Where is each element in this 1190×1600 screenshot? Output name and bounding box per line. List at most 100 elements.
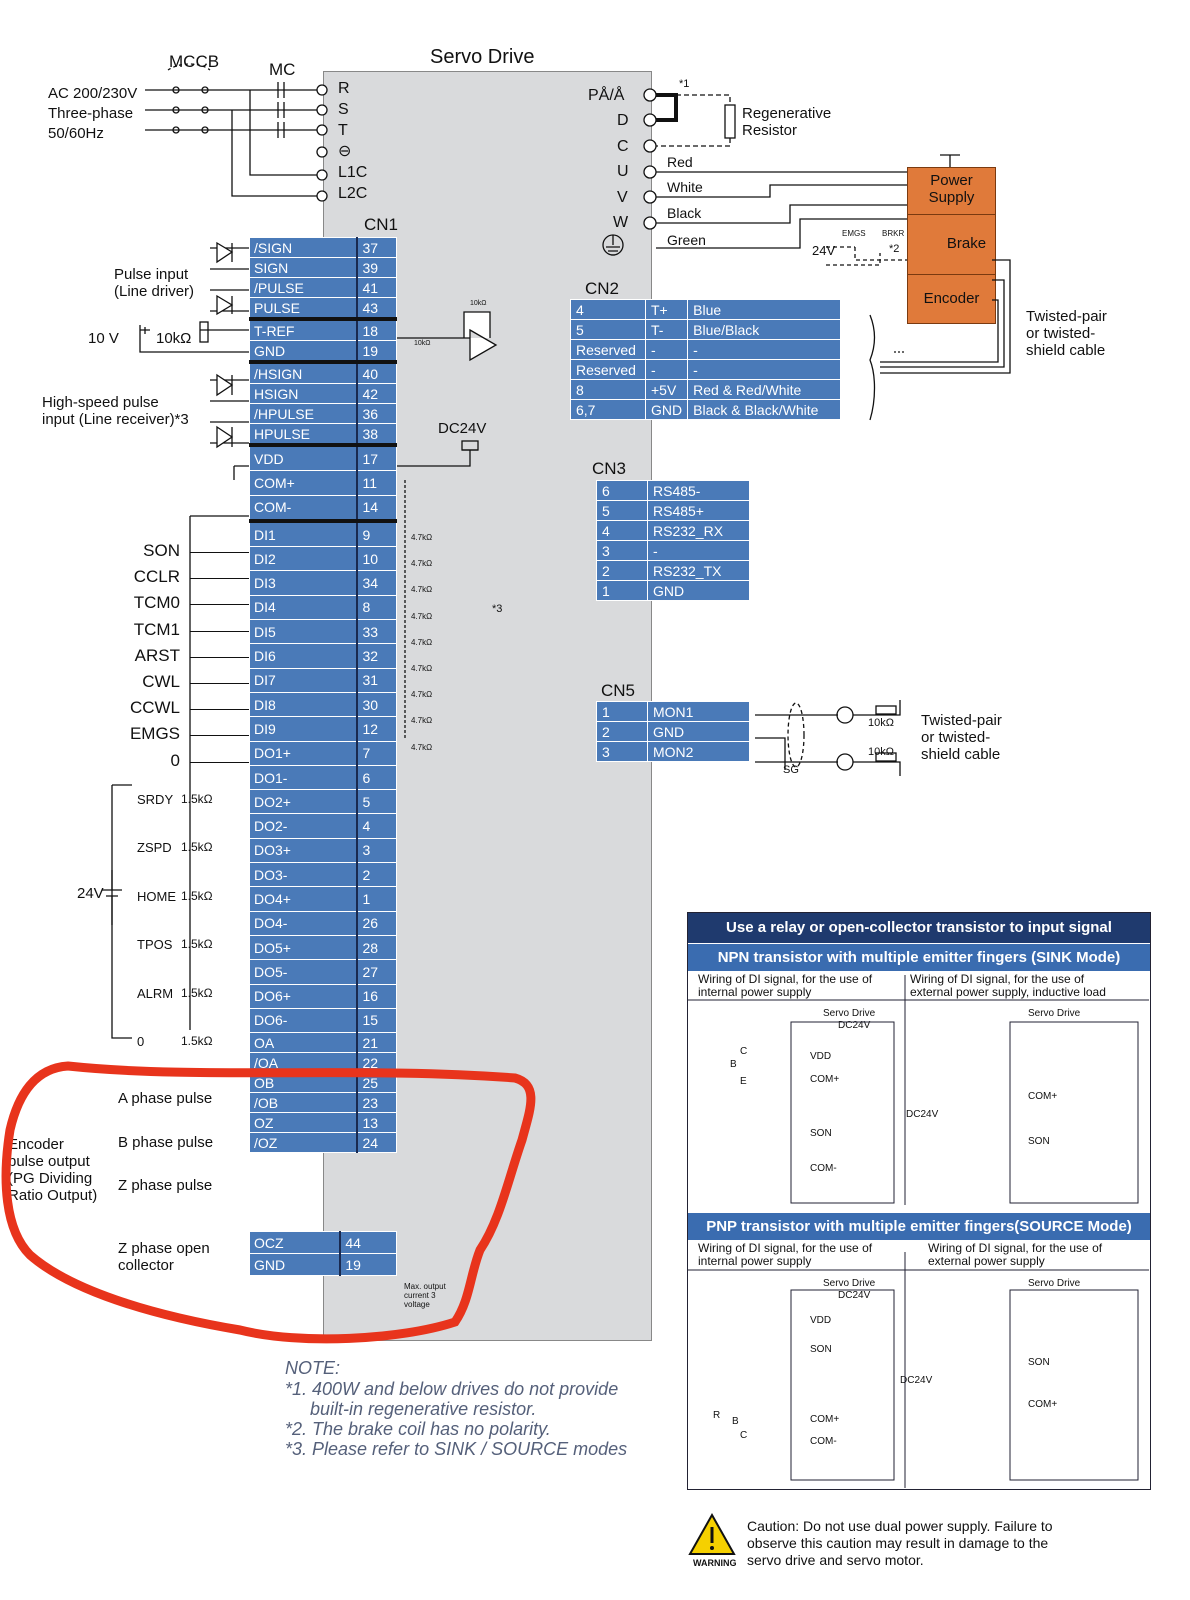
- enc-out-3: (PG Dividing: [8, 1170, 93, 1187]
- di-signal-name: ARST: [134, 645, 180, 665]
- twisted2-line-2: or twisted-: [921, 729, 991, 746]
- cn1-pin-number: 7: [356, 740, 398, 766]
- tref-pot: 10kΩ: [156, 330, 192, 347]
- panel-grid: [687, 975, 1149, 1488]
- di-resistor-label: 4.7kΩ: [411, 559, 433, 569]
- enc-out-2: pulse output: [8, 1153, 90, 1170]
- cn3-cell: 1: [596, 580, 648, 601]
- wire-green: Green: [667, 232, 706, 248]
- npn-int-cap-1: Wiring of DI signal, for the use of: [698, 972, 873, 986]
- cn1-pin-number: 10: [356, 546, 398, 572]
- cn1-wiring: [102, 241, 498, 1039]
- di-signal-name: CCWL: [129, 698, 180, 718]
- cn1-row: DO4+1: [249, 886, 398, 912]
- cn1-pin-number: 5: [356, 789, 398, 815]
- cn1-pin-number: 24: [356, 1132, 398, 1154]
- do-signal-name: TPOS: [137, 937, 173, 953]
- cn1-signal: /HSIGN: [249, 360, 358, 384]
- cn2-label: CN2: [585, 279, 620, 298]
- cn2-cell: Reserved: [570, 359, 646, 380]
- cn1-signal: DO2+: [249, 789, 358, 815]
- cn1-signal: GND: [249, 340, 358, 363]
- cn3-cell: 2: [596, 560, 648, 581]
- cn1-pin-number: 28: [356, 934, 398, 961]
- wire-white: White: [667, 179, 703, 195]
- cn1-signal: DI7: [249, 667, 358, 693]
- amp-res-1: 10kΩ: [470, 300, 487, 307]
- highspeed-2: input (Line receiver)*3: [42, 411, 189, 428]
- diagram-title: Servo Drive: [430, 46, 535, 68]
- cn1-label: CN1: [364, 215, 399, 234]
- note-3: *3. Please refer to SINK / SOURCE modes: [285, 1439, 628, 1459]
- cn1-signal: DI6: [249, 643, 358, 669]
- cn1-row: COM-14: [249, 494, 398, 522]
- cn1-pin-number: 43: [356, 297, 398, 320]
- cn5-cell: GND: [647, 721, 750, 742]
- cn1-signal: DI9: [249, 716, 358, 742]
- supply-line-3: 50/60Hz: [48, 125, 104, 142]
- cn3-cell: -: [647, 540, 750, 561]
- npn-ext-cap-2: external power supply, inductive load: [910, 985, 1106, 999]
- mc-label: MC: [269, 60, 296, 79]
- cn2-cell: -: [644, 339, 689, 360]
- tref-source: 10 V: [88, 330, 119, 347]
- di-switch-wire: [190, 709, 249, 711]
- cn1-signal: /OA: [249, 1052, 358, 1074]
- cn1-signal: DO5+: [249, 934, 358, 961]
- phase-a-label: A phase pulse: [118, 1090, 213, 1107]
- ocz-pin-number: 19: [339, 1253, 398, 1276]
- cn1-signal: DO1-: [249, 764, 358, 791]
- zopen-2: collector: [118, 1257, 174, 1274]
- cn1-signal: /SIGN: [249, 237, 358, 258]
- twisted1-line-2: or twisted-: [1026, 325, 1096, 342]
- cn2-cell: -: [644, 359, 689, 380]
- twisted1-line-1: Twisted-pair: [1026, 308, 1107, 325]
- q4-servo: Servo Drive: [1028, 1278, 1081, 1289]
- cn2-cell: 4: [570, 299, 646, 320]
- do-resistor-label: 1.5kΩ: [181, 840, 213, 855]
- maxout-2: current 3: [404, 1291, 436, 1300]
- cn1-pin-number: 36: [356, 403, 398, 424]
- do-resistor-label: 1.5kΩ: [181, 888, 213, 903]
- cn1-pin-number: 19: [356, 340, 398, 363]
- di-resistor-label: 4.7kΩ: [411, 716, 433, 726]
- regen-label-1: Regenerative: [742, 105, 832, 122]
- highlight-circle: [1, 1061, 536, 1344]
- cn1-pin-number: 12: [356, 716, 398, 742]
- motor-wiring: [602, 88, 1011, 421]
- terminal-l1c: L1C: [338, 164, 368, 181]
- cn1-signal: DI1: [249, 518, 358, 548]
- cn1-signal: DI2: [249, 546, 358, 572]
- di-signal-name: TCM1: [133, 619, 180, 639]
- pulse-input-1: Pulse input: [114, 266, 189, 283]
- cn3-cell: RS232_RX: [647, 520, 750, 541]
- cn1-pin-number: 33: [356, 619, 398, 645]
- cn1-pin-number: 31: [356, 667, 398, 693]
- do-signal-name: HOME: [137, 888, 176, 904]
- pnp-int-cap-2: internal power supply: [698, 1254, 812, 1268]
- do-resistor-label: 1.5kΩ: [181, 985, 213, 1000]
- supply-line-2: Three-phase: [48, 105, 134, 122]
- cn1-signal: HPULSE: [249, 423, 358, 446]
- wire-red: Red: [667, 154, 693, 170]
- cn1-pin-number: 17: [356, 443, 398, 472]
- cn1-signal: HSIGN: [249, 383, 358, 404]
- encoder-label: Encoder: [923, 290, 980, 307]
- terminal-l2c: L2C: [338, 185, 368, 202]
- power-wiring: [145, 63, 328, 202]
- q2-dc24v: DC24V: [906, 1109, 939, 1120]
